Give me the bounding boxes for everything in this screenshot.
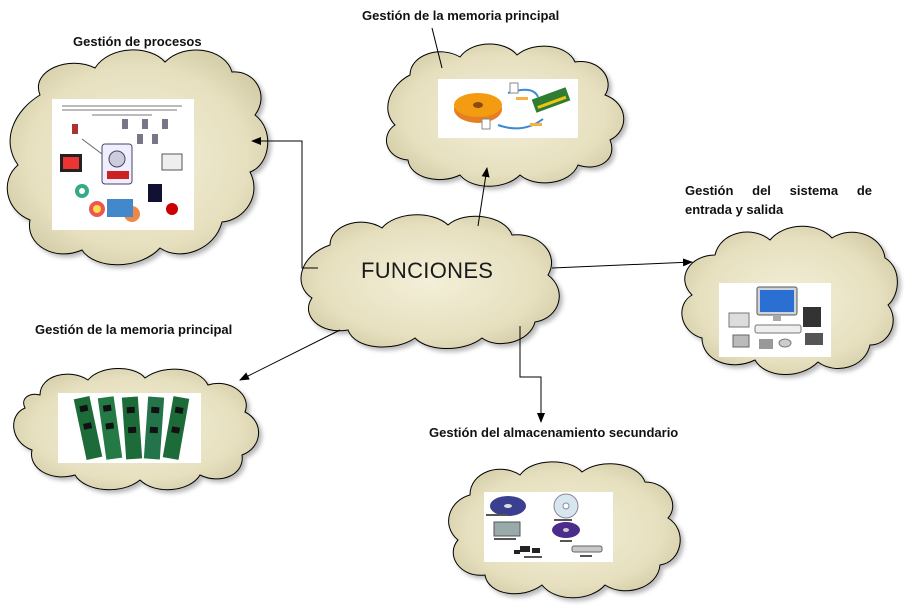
label-memoria-top: Gestión de la memoria principal: [362, 8, 560, 23]
connector-memoria-top: [477, 167, 490, 227]
label-procesos: Gestión de procesos: [73, 34, 202, 49]
label-memoria-left: Gestión de la memoria principal: [35, 322, 233, 337]
io-devices-image: [719, 283, 831, 357]
connector-entrada-salida: [551, 258, 693, 269]
connector-almacenamiento: [519, 326, 545, 423]
center-label: FUNCIONES: [361, 258, 494, 283]
connector-memoria-left: [239, 329, 341, 381]
label-entrada-salida: Gestión del sistema de entrada y salida: [685, 183, 872, 217]
label-almacenamiento: Gestión del almacenamiento secundario: [429, 425, 679, 440]
connector-procesos: [251, 137, 318, 269]
ram-modules-image: [58, 393, 201, 463]
operating-systems-collage-image: [52, 99, 194, 230]
memory-swap-diagram-image: [438, 79, 578, 138]
cloud-funciones: [300, 214, 560, 349]
storage-media-image: [484, 492, 613, 562]
leader-line-memoria-top: [431, 27, 443, 69]
